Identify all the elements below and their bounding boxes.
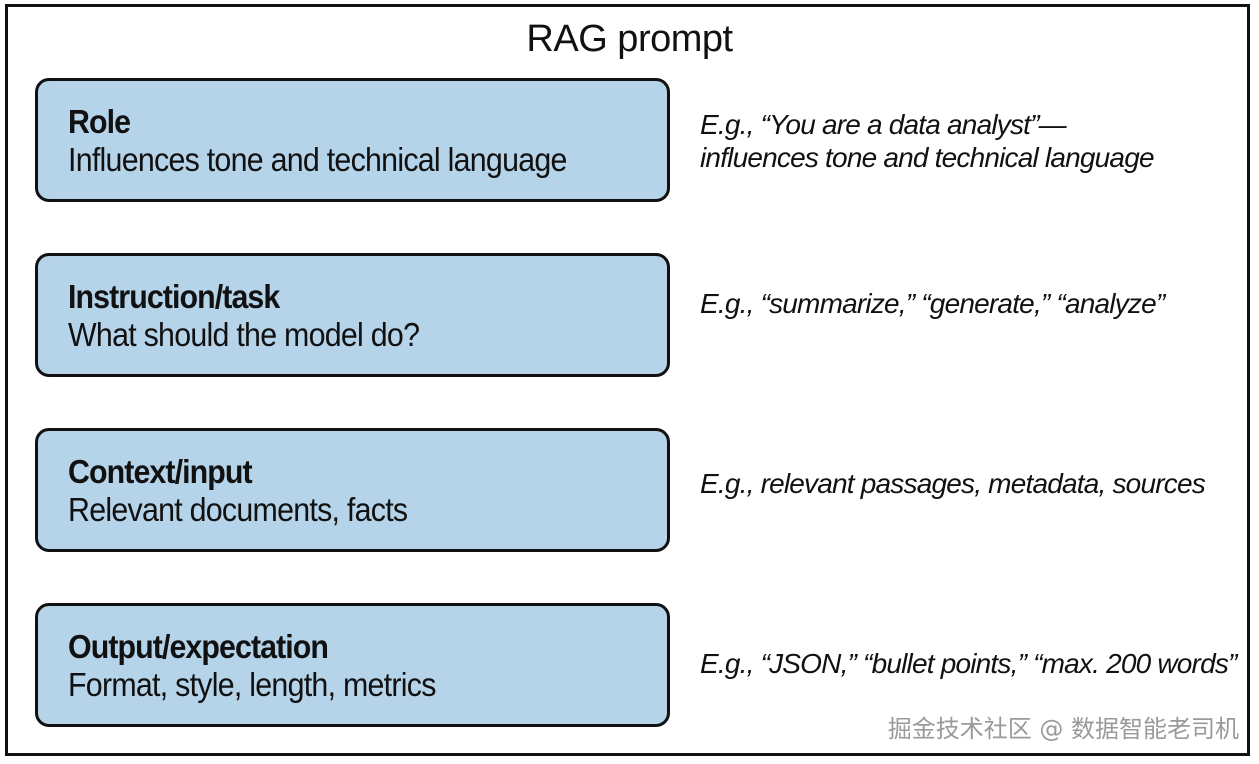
instruction-box: Instruction/task What should the model d… [35,253,670,377]
output-box: Output/expectation Format, style, length… [35,603,670,727]
output-example-line: E.g., “JSON,” “bullet points,” “max. 200… [700,648,1237,679]
role-example-line: influences tone and technical language [700,142,1155,173]
context-description: Relevant documents, facts [68,491,408,528]
output-heading: Output/expectation [68,628,329,665]
context-heading: Context/input [68,453,253,490]
watermark-text: 掘金技术社区 @ 数据智能老司机 [887,715,1239,743]
role-description: Influences tone and technical language [68,141,567,178]
context-box: Context/input Relevant documents, facts [35,428,670,552]
diagram-title: RAG prompt [526,18,733,60]
instruction-example-line: E.g., “summarize,” “generate,” “analyze” [700,288,1165,319]
instruction-heading: Instruction/task [68,278,280,315]
role-example: E.g., “You are a data analyst”— influenc… [700,108,1240,174]
output-description: Format, style, length, metrics [68,666,436,703]
context-example-line: E.g., relevant passages, metadata, sourc… [700,468,1206,499]
instruction-description: What should the model do? [68,316,420,353]
output-example: E.g., “JSON,” “bullet points,” “max. 200… [700,647,1240,680]
role-example-line: E.g., “You are a data analyst”— [700,109,1067,140]
context-example: E.g., relevant passages, metadata, sourc… [700,467,1240,500]
instruction-example: E.g., “summarize,” “generate,” “analyze” [700,287,1240,320]
role-box: Role Influences tone and technical langu… [35,78,670,202]
role-heading: Role [68,103,131,140]
